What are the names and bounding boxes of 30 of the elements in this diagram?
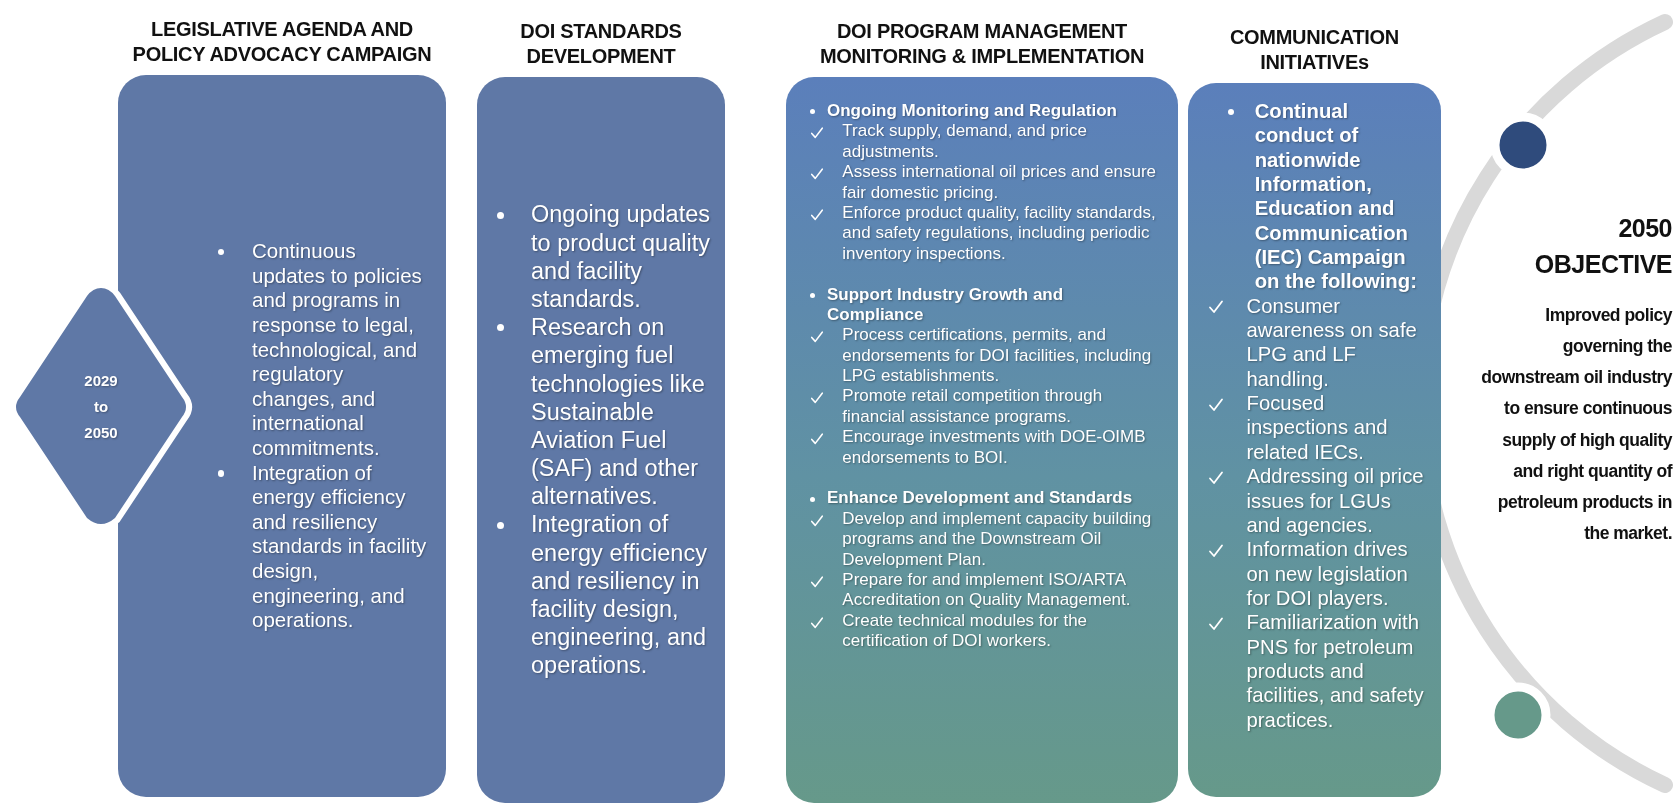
bullet-text: Prepare for and implement ISO/ARTA Accreditation on Quality Management. xyxy=(842,570,1132,611)
lead-bullet-text: Continual conduct of nationwide Information, Education and Communication (IEC) Campaign on the following: xyxy=(1254,99,1418,294)
bullet-text: Information drives on new legislation for DOI players. xyxy=(1246,537,1409,611)
bullet-text: Track supply, demand, and price adjustments. xyxy=(842,121,1089,163)
bullet-text: Encourage investments with DOE-OIMB endorsements to BOI. xyxy=(842,427,1147,469)
bullet-text: Enforce product quality, facility standards, and safety regulations, including periodic inventory inspections. xyxy=(842,202,1157,265)
column-heading: COMMUNICATION INITIATIVEs xyxy=(1228,25,1400,75)
column-heading: DOI PROGRAM MANAGEMENT MONITORING & IMPLEMENTATION xyxy=(818,19,1146,69)
bullet-text: Promote retail competition through financial assistance programs. xyxy=(842,386,1104,428)
column-heading: DOI STANDARDS DEVELOPMENT xyxy=(519,19,683,69)
bullet-text: Integration of energy efficiency and resiliency in facility design, engineering, and operations. xyxy=(531,510,708,680)
year-range-text: 2029 to 2050 xyxy=(83,370,119,444)
bullet-text: Create technical modules for the certification of DOI workers. xyxy=(842,610,1089,652)
bullet-text: Assess international oil prices and ensure fair domestic pricing. xyxy=(842,162,1158,203)
objective-heading: 2050 OBJECTIVE xyxy=(1533,213,1672,281)
bullet-text: Ongoing updates to product quality and facility standards. xyxy=(531,200,711,314)
bullet-text: Consumer awareness on safe LPG and LF handling. xyxy=(1246,293,1418,392)
bullet-text: Continuous updates to policies and programs in response to legal, technological, and regulatory changes, and international commitments. xyxy=(252,239,423,461)
bullet-text: Addressing oil price issues for LGUs and agencies. xyxy=(1246,464,1425,538)
bullet-text: Develop and implement capacity building programs and the Downstream Oil Development Plan. xyxy=(842,508,1153,570)
bullet-text: Focused inspections and related IECs. xyxy=(1246,391,1389,465)
column-heading: LEGISLATIVE AGENDA AND POLICY ADVOCACY CAMPAIGN xyxy=(131,17,433,67)
section-subheading: Ongoing Monitoring and Regulation xyxy=(827,101,1118,122)
bullet-text: Process certifications, permits, and endorsements for DOI facilities, including LPG establishments. xyxy=(842,325,1153,387)
bullet-text: Familiarization with PNS for petroleum products and facilities, and safety practices. xyxy=(1246,610,1425,732)
section-subheading: Support Industry Growth and Compliance xyxy=(827,284,1065,326)
section-subheading: Enhance Development and Standards xyxy=(827,488,1134,509)
bullet-text: Research on emerging fuel technologies like Sustainable Aviation Fuel (SAF) and other alternatives. xyxy=(531,313,706,511)
bullet-text: Integration of energy efficiency and resiliency standards in facility design, engineering, and operations. xyxy=(252,460,428,633)
objective-text: Improved policy governing the downstream oil industry to ensure continuous supply of high quality and right quantity of petroleum products in the market. xyxy=(1480,304,1672,545)
